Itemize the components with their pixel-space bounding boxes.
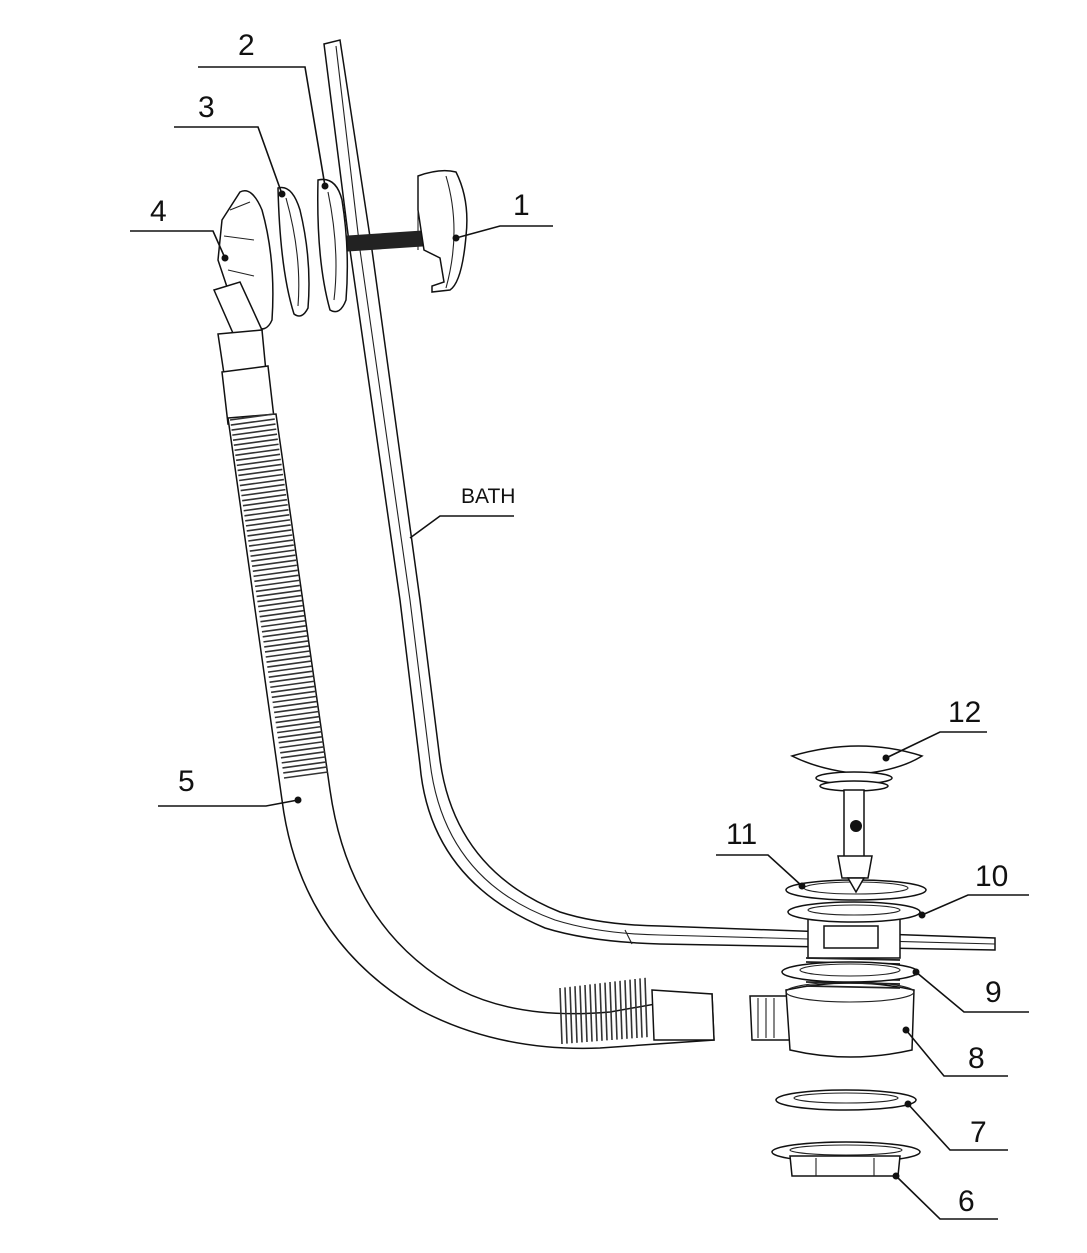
callout-labels: 1 2 3 4 5 6 7 8 9 10 11 12 BATH (150, 29, 1008, 1218)
overflow-cover-part-1 (340, 169, 468, 293)
washer-part-3 (277, 186, 310, 317)
callout-1: 1 (513, 189, 530, 222)
hose-corrugation (229, 413, 648, 1045)
waste-body-part-8 (749, 981, 915, 1058)
callout-6: 6 (958, 1185, 975, 1218)
callout-9: 9 (985, 976, 1002, 1009)
callout-11: 11 (726, 818, 757, 851)
callout-4: 4 (150, 195, 167, 228)
callout-10: 10 (975, 860, 1008, 893)
callout-12: 12 (948, 696, 981, 729)
flexible-hose-part-5 (221, 365, 715, 1050)
callout-2: 2 (238, 29, 255, 62)
gasket-part-2 (317, 178, 349, 313)
plug-part-12 (789, 745, 924, 894)
washer-part-7 (775, 1089, 917, 1111)
leader-lines (130, 66, 1029, 1220)
callout-5: 5 (178, 765, 195, 798)
backnut-washer-part-9 (781, 961, 920, 983)
back-nut-part-6 (771, 1141, 921, 1180)
bath-wall (323, 39, 996, 951)
bath-label: BATH (461, 485, 515, 508)
callout-3: 3 (198, 91, 215, 124)
callout-7: 7 (970, 1116, 987, 1149)
overflow-elbow-part-4 (212, 190, 274, 375)
callout-8: 8 (968, 1042, 985, 1075)
flange-washer-part-10 (787, 901, 926, 923)
